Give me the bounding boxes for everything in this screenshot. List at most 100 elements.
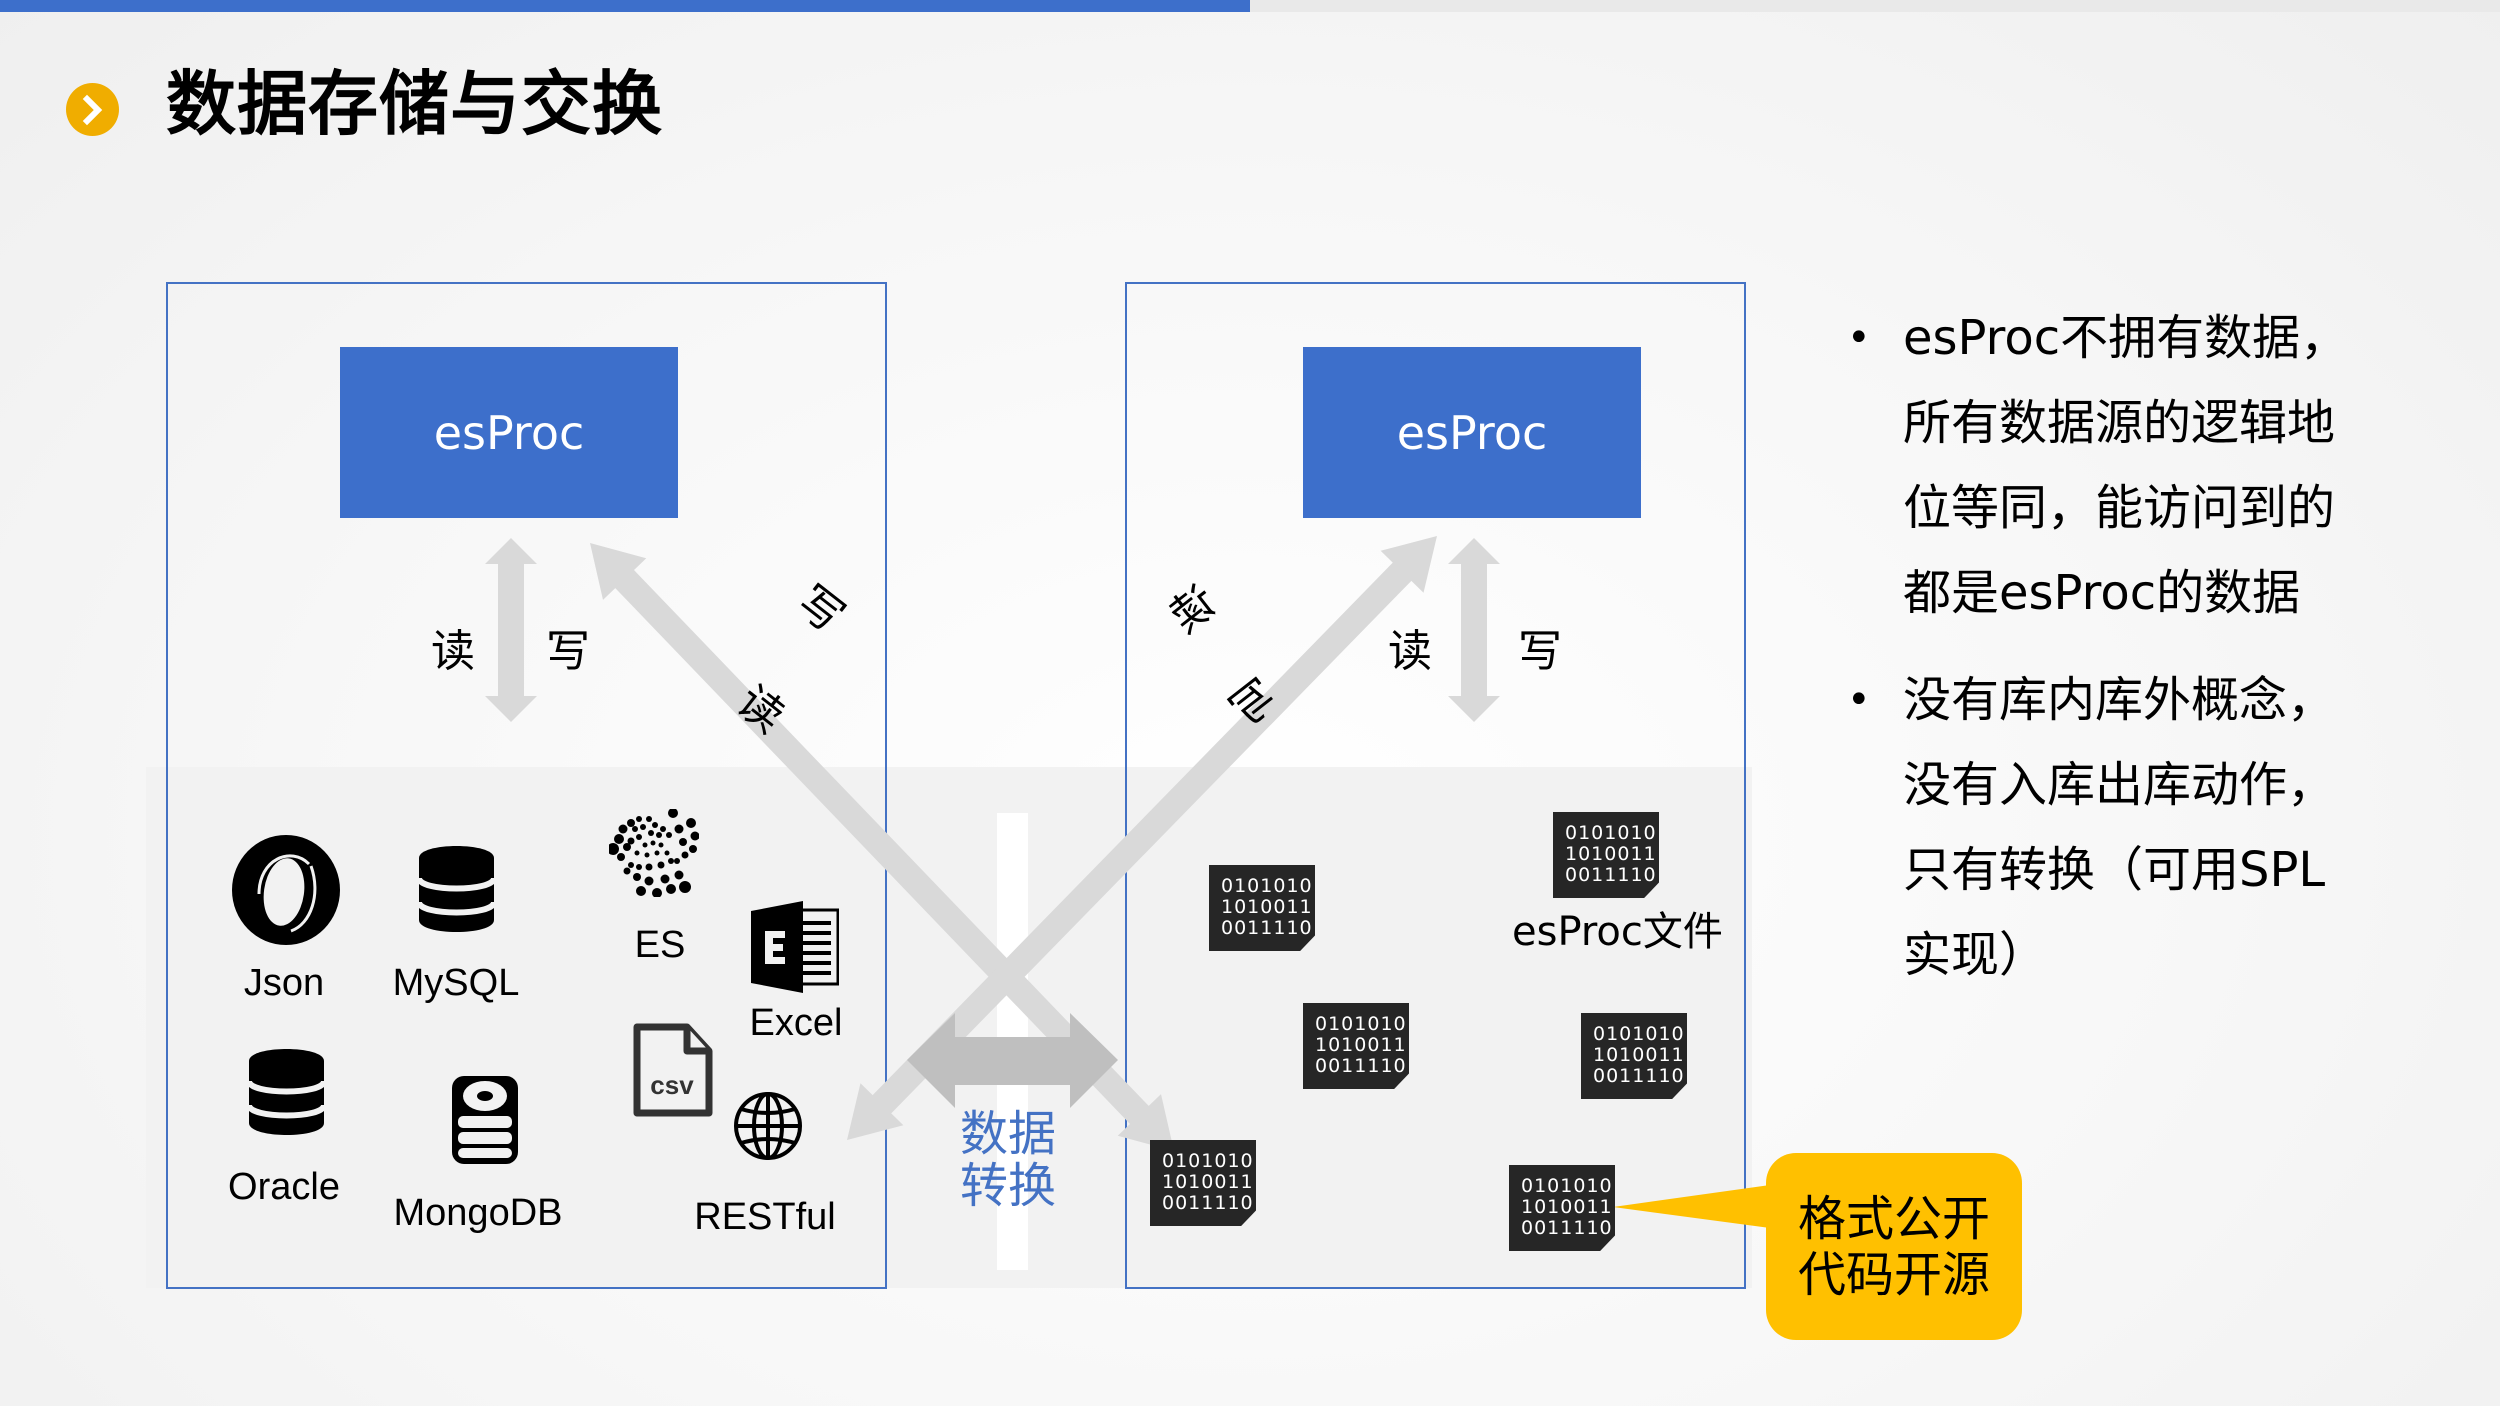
transform-double-arrow xyxy=(907,1013,1118,1108)
es-dot xyxy=(681,851,689,859)
diagonal-arrow-right-esproc-to-sources xyxy=(847,536,1437,1140)
es-dot xyxy=(689,845,697,853)
es-dot xyxy=(617,853,625,861)
es-dot xyxy=(642,842,648,848)
diagonal-arrow-left-esproc-to-files xyxy=(590,543,1174,1151)
es-dot xyxy=(652,888,662,898)
read-label: 读 xyxy=(431,626,475,677)
es-dot xyxy=(640,824,646,830)
transform-label-line2: 转换 xyxy=(959,1158,1056,1214)
bullet-line: 没有入库出库动作， xyxy=(1903,757,2336,813)
es-dot xyxy=(668,858,674,864)
es-dot xyxy=(623,843,631,851)
es-dot xyxy=(668,808,678,818)
bullet-line: esProc不拥有数据， xyxy=(1903,310,2349,366)
transform-label-line1: 数据 xyxy=(959,1106,1056,1162)
write-label: 写 xyxy=(546,626,590,677)
bullet-item: • esProc不拥有数据， 所有数据源的逻辑地 位等同，能访问到的 都是esP… xyxy=(1835,296,2435,636)
es-dot xyxy=(632,826,638,832)
read-label: 读 xyxy=(1388,626,1432,677)
es-dot xyxy=(628,862,634,868)
es-dot xyxy=(644,876,654,886)
es-dot xyxy=(646,816,652,822)
es-dot xyxy=(636,834,642,840)
source-label-mysql: MySQL xyxy=(392,962,520,1004)
es-dot xyxy=(686,818,696,828)
es-dot xyxy=(607,843,619,855)
source-label-mongodb: MongoDB xyxy=(393,1192,563,1234)
left-vertical-arrow xyxy=(485,538,537,722)
es-dot xyxy=(666,832,672,838)
esproc-engine-left: esProc xyxy=(340,347,678,518)
csv-icon-text: csv xyxy=(650,1070,694,1100)
es-dot xyxy=(627,837,635,845)
esproc-file-label: esProc文件 xyxy=(1512,909,1723,955)
mongodb-icon xyxy=(450,1074,520,1170)
json-icon xyxy=(231,834,341,950)
es-dot xyxy=(614,834,624,844)
bullet-line: 只有转换（可用SPL xyxy=(1903,842,2326,898)
source-label-es: ES xyxy=(634,924,686,966)
bullet-line: 都是esProc的数据 xyxy=(1903,565,2301,621)
es-dot xyxy=(657,861,665,869)
source-label-restful: RESTful xyxy=(694,1196,836,1238)
top-accent-bar xyxy=(0,0,1250,12)
es-dot xyxy=(674,858,680,864)
es-dot xyxy=(645,863,653,871)
left-panel xyxy=(166,282,887,1289)
es-dot xyxy=(674,824,684,834)
data-transform-label: 数据 转换 xyxy=(958,1108,1058,1212)
bullet-line: 实现） xyxy=(1903,927,2048,983)
es-dot xyxy=(679,881,691,893)
chevron-right-icon xyxy=(66,83,119,136)
es-dot xyxy=(652,822,658,828)
bullet-line: 位等同，能访问到的 xyxy=(1903,480,2336,536)
es-dot xyxy=(636,864,642,870)
es-dot xyxy=(633,873,641,881)
bullet-line: 没有库内库外概念， xyxy=(1903,672,2336,728)
callout-line2: 代码开源 xyxy=(1797,1246,1990,1303)
excel-icon xyxy=(751,901,840,997)
es-dot xyxy=(660,874,670,884)
es-dot xyxy=(654,850,660,856)
es-dot xyxy=(634,850,640,856)
bullet-dot-icon: • xyxy=(1847,315,1871,361)
bullet-item: • 没有库内库外概念， 没有入库出库动作， 只有转换（可用SPL 实现） xyxy=(1835,658,2435,998)
es-dot xyxy=(644,852,650,858)
es-dot xyxy=(666,884,676,894)
es-dot xyxy=(664,850,670,856)
right-vertical-arrow xyxy=(1448,538,1500,722)
es-dot xyxy=(623,867,631,875)
es-dot xyxy=(679,838,687,846)
es-dot xyxy=(627,819,635,827)
open-format-callout: 格式公开 代码开源 xyxy=(1766,1153,2022,1340)
esproc-label: esProc xyxy=(433,405,585,460)
es-dot xyxy=(636,886,646,896)
key-points-list: • esProc不拥有数据， 所有数据源的逻辑地 位等同，能访问到的 都是esP… xyxy=(1835,296,2435,1020)
source-label-json: Json xyxy=(243,962,325,1004)
es-dot xyxy=(690,831,700,841)
es-dot xyxy=(656,832,662,838)
es-dot xyxy=(636,816,642,822)
right-panel xyxy=(1125,282,1746,1289)
elasticsearch-dots-icon xyxy=(607,808,700,901)
bullet-line: 所有数据源的逻辑地 xyxy=(1903,395,2336,451)
es-dot xyxy=(618,824,628,834)
esproc-engine-right: esProc xyxy=(1303,347,1641,518)
es-dot xyxy=(650,840,656,846)
top-gray-bar xyxy=(1250,0,2500,12)
es-dot xyxy=(658,842,664,848)
source-label-oracle: Oracle xyxy=(228,1166,340,1208)
bullet-dot-icon: • xyxy=(1847,677,1871,723)
csv-file-icon: csv xyxy=(632,1022,714,1122)
es-dot xyxy=(660,826,666,832)
write-label: 写 xyxy=(1518,626,1562,677)
slide-title: 数据存储与交换 xyxy=(166,63,663,145)
